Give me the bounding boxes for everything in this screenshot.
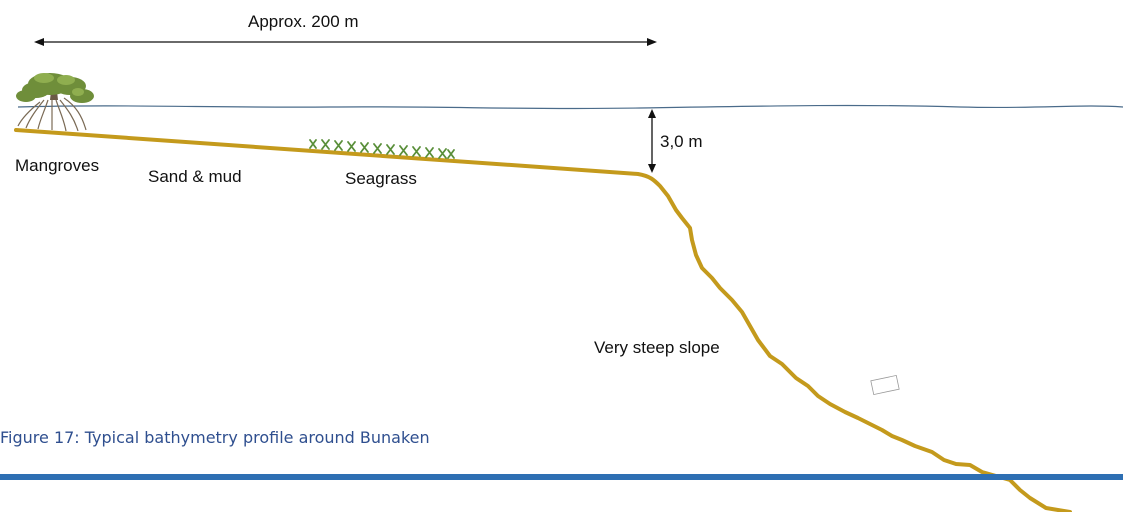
depth-arrow [648,109,656,173]
water-surface-line [17,104,1123,110]
seagrass-icon [309,139,455,159]
steep-slope-label: Very steep slope [594,338,720,357]
seagrass-label: Seagrass [345,169,417,188]
divider-line [0,474,1123,480]
figure-caption: Figure 17: Typical bathymetry profile ar… [0,428,430,447]
depth-label: 3,0 m [660,132,703,151]
seabed-object [870,374,900,396]
sand-mud-label: Sand & mud [148,167,242,186]
mangrove-tree-icon [16,73,94,132]
distance-label: Approx. 200 m [248,12,359,31]
distance-arrow [34,38,657,46]
seabed-profile-line [14,128,1072,512]
mangroves-label: Mangroves [15,156,99,175]
